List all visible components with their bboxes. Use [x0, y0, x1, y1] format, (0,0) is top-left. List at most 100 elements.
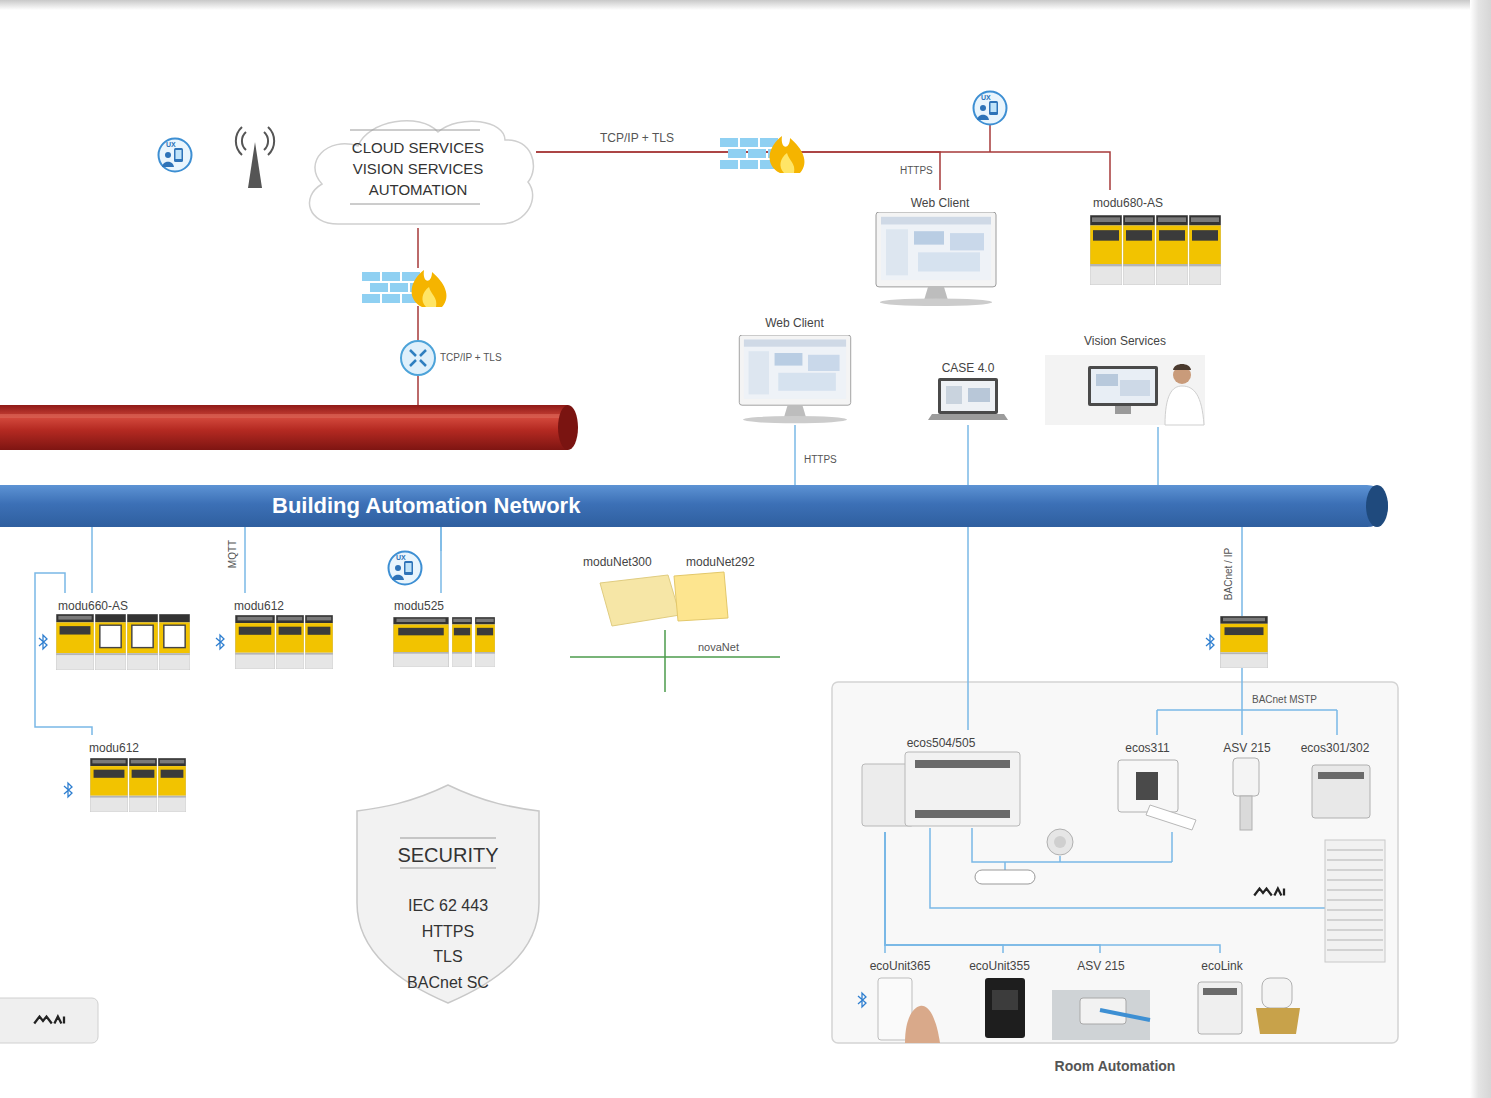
client-box: CASE 4.0: [905, 355, 1031, 425]
bacnet-wire: [1157, 527, 1337, 735]
scene-window: [1096, 374, 1118, 386]
router-arrows: [410, 350, 426, 366]
module: [56, 614, 94, 670]
node-label: Building Automation Network: [272, 485, 1388, 527]
device-box: modu612: [85, 735, 191, 817]
edge-label: MQTT: [227, 538, 239, 570]
module: [1090, 215, 1122, 285]
module: [158, 758, 186, 812]
scene-backdrop: [1045, 355, 1205, 425]
pipe-cap: [558, 405, 578, 450]
module: [393, 617, 449, 667]
scene-screen: [1091, 369, 1155, 403]
room-panel: Room Automationecos504/505ecos311ASV 215…: [832, 682, 1398, 1082]
security-shield: SECURITYIEC 62 443HTTPSTLSBACnet SC: [355, 783, 541, 1005]
router-icon: [401, 341, 435, 375]
node-label: ecos311: [1110, 741, 1185, 755]
light-wire: [972, 828, 1172, 870]
cloud-pipe: [0, 405, 578, 450]
module: [1123, 215, 1155, 285]
novanet-wire: [570, 630, 780, 692]
node-label: Web Client: [868, 196, 1012, 210]
logo-mark: [34, 1017, 64, 1024]
blind-slats: [1327, 850, 1383, 950]
node-label: ecoUnit365: [860, 959, 940, 973]
annotation-label: UX: [396, 554, 406, 562]
device-box: ecoLink: [1192, 953, 1252, 1040]
ux-icon: [159, 139, 192, 172]
ux-wire: [989, 125, 991, 152]
blind-frame: [1325, 840, 1385, 962]
firewall-icon: [362, 270, 447, 307]
scene-hair: [1173, 364, 1191, 370]
scene-stand: [1115, 406, 1131, 414]
device-box: ecos504/505: [858, 730, 1024, 832]
node-label: ASV 215: [1218, 741, 1276, 755]
ecounit355-display: [992, 990, 1018, 1010]
bluetooth-symbol: [64, 783, 72, 797]
module: [1156, 215, 1188, 285]
vision-scene: [1045, 355, 1205, 425]
ecos-module: [905, 752, 1020, 826]
ecos311-panel: [1118, 760, 1178, 812]
antenna-icon: [236, 127, 274, 188]
module: [127, 614, 158, 670]
node-label: TLS: [355, 944, 541, 970]
module: [95, 614, 126, 670]
annotation-label: UX: [981, 94, 991, 102]
module: [305, 615, 333, 669]
node-label: Web Client: [712, 316, 877, 330]
node-label: moduNet300: [583, 555, 678, 569]
ecos-terminals: [915, 810, 1010, 818]
connector: [967, 425, 969, 485]
logo-panel: [0, 998, 98, 1043]
valve-body: [1256, 1008, 1300, 1034]
device-box: ecos301/302: [1290, 735, 1380, 823]
ecos311-display: [1136, 772, 1158, 800]
annotation-label: HTTPS: [900, 165, 933, 177]
ecolink-terminals: [1203, 988, 1237, 995]
monitor: [876, 212, 996, 306]
node-label: ASV 215: [1050, 959, 1152, 973]
shield-outline: [355, 783, 541, 1005]
node-label: modu612: [234, 599, 338, 613]
cloud-node: CLOUD SERVICESVISION SERVICESAUTOMATION: [300, 112, 536, 230]
bluetooth-symbol: [39, 635, 47, 649]
top-shade: [0, 0, 1491, 10]
node-label: modu612: [89, 741, 191, 755]
blind-wire: [930, 828, 1325, 908]
node-label: ecoLink: [1192, 959, 1252, 973]
node-label: ecoUnit355: [962, 959, 1037, 973]
ecos301-terminals: [1318, 772, 1364, 779]
divider-rule: [350, 204, 480, 205]
node-label: modu525: [394, 599, 498, 613]
module: [235, 615, 275, 669]
asv-pipe: [1100, 1010, 1150, 1020]
room-devices: [862, 752, 1385, 1043]
valve-actuator: [1262, 978, 1292, 1008]
scene-window: [1120, 380, 1150, 396]
connector: [536, 152, 1110, 190]
node-label: ecos301/302: [1290, 741, 1380, 755]
module: [1220, 616, 1268, 668]
ux-icon: [974, 92, 1007, 125]
divider-rule: [350, 130, 480, 131]
ceiling-sensor: [1047, 829, 1073, 855]
edge-label: TCP/IP + TLS: [598, 131, 676, 145]
node-label: CLOUD SERVICES: [300, 137, 536, 158]
node-label: modu680-AS: [1093, 196, 1226, 210]
logo-mark: [1254, 889, 1284, 896]
annotation-label: novaNet: [698, 641, 739, 654]
device-box: ecoUnit365: [860, 953, 940, 1040]
node-label: HTTPS: [355, 919, 541, 945]
scene-monitor: [1088, 366, 1158, 406]
annotation-label: BACnet MSTP: [1252, 694, 1317, 706]
monitor: [739, 335, 850, 423]
device-box: ecoUnit355: [962, 953, 1037, 1040]
module: [90, 758, 128, 812]
node-label: ecos504/505: [858, 736, 1024, 750]
router-circle: [401, 341, 435, 375]
pipe-highlight: [0, 414, 568, 418]
